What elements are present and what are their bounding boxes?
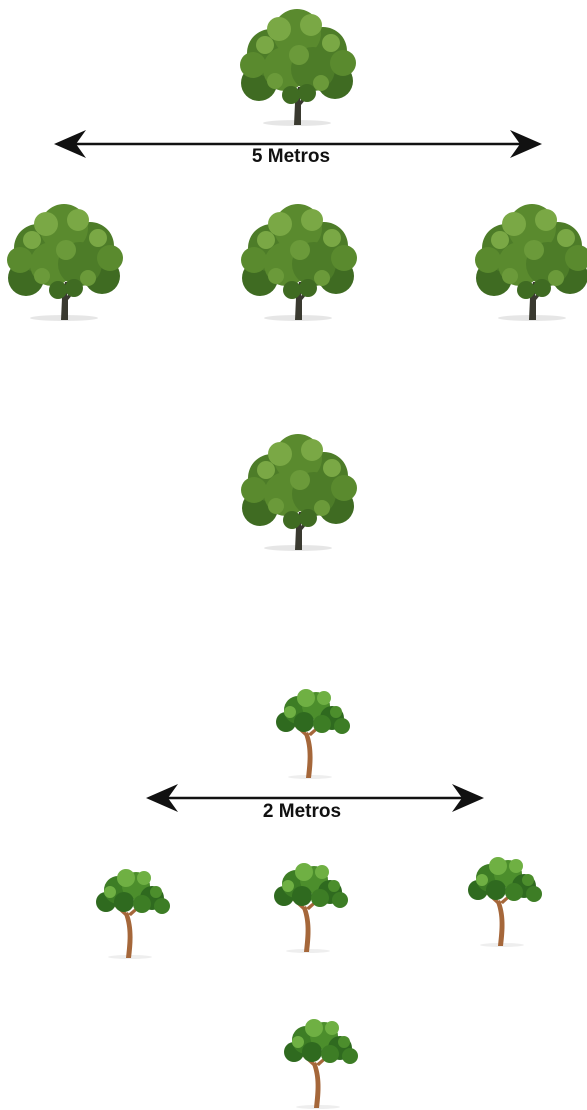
oak-tree-icon [7, 204, 123, 321]
spacing-label-5-meters: 5 Metros [251, 146, 331, 167]
spacing-label-2-meters: 2 Metros [262, 801, 342, 822]
oak-tree-icon [241, 434, 357, 551]
oak-tree-icon [475, 204, 587, 321]
double-headed-arrow-icon [146, 784, 484, 812]
double-headed-arrow-icon [54, 130, 542, 158]
oak-tree-icon [240, 9, 356, 126]
oak-tree-icon [241, 204, 357, 321]
stone-pine-tree-icon [96, 869, 170, 959]
stone-pine-tree-icon [284, 1019, 358, 1109]
stone-pine-tree-icon [276, 689, 350, 779]
stone-pine-tree-icon [274, 863, 348, 953]
stone-pine-tree-icon [468, 857, 542, 947]
